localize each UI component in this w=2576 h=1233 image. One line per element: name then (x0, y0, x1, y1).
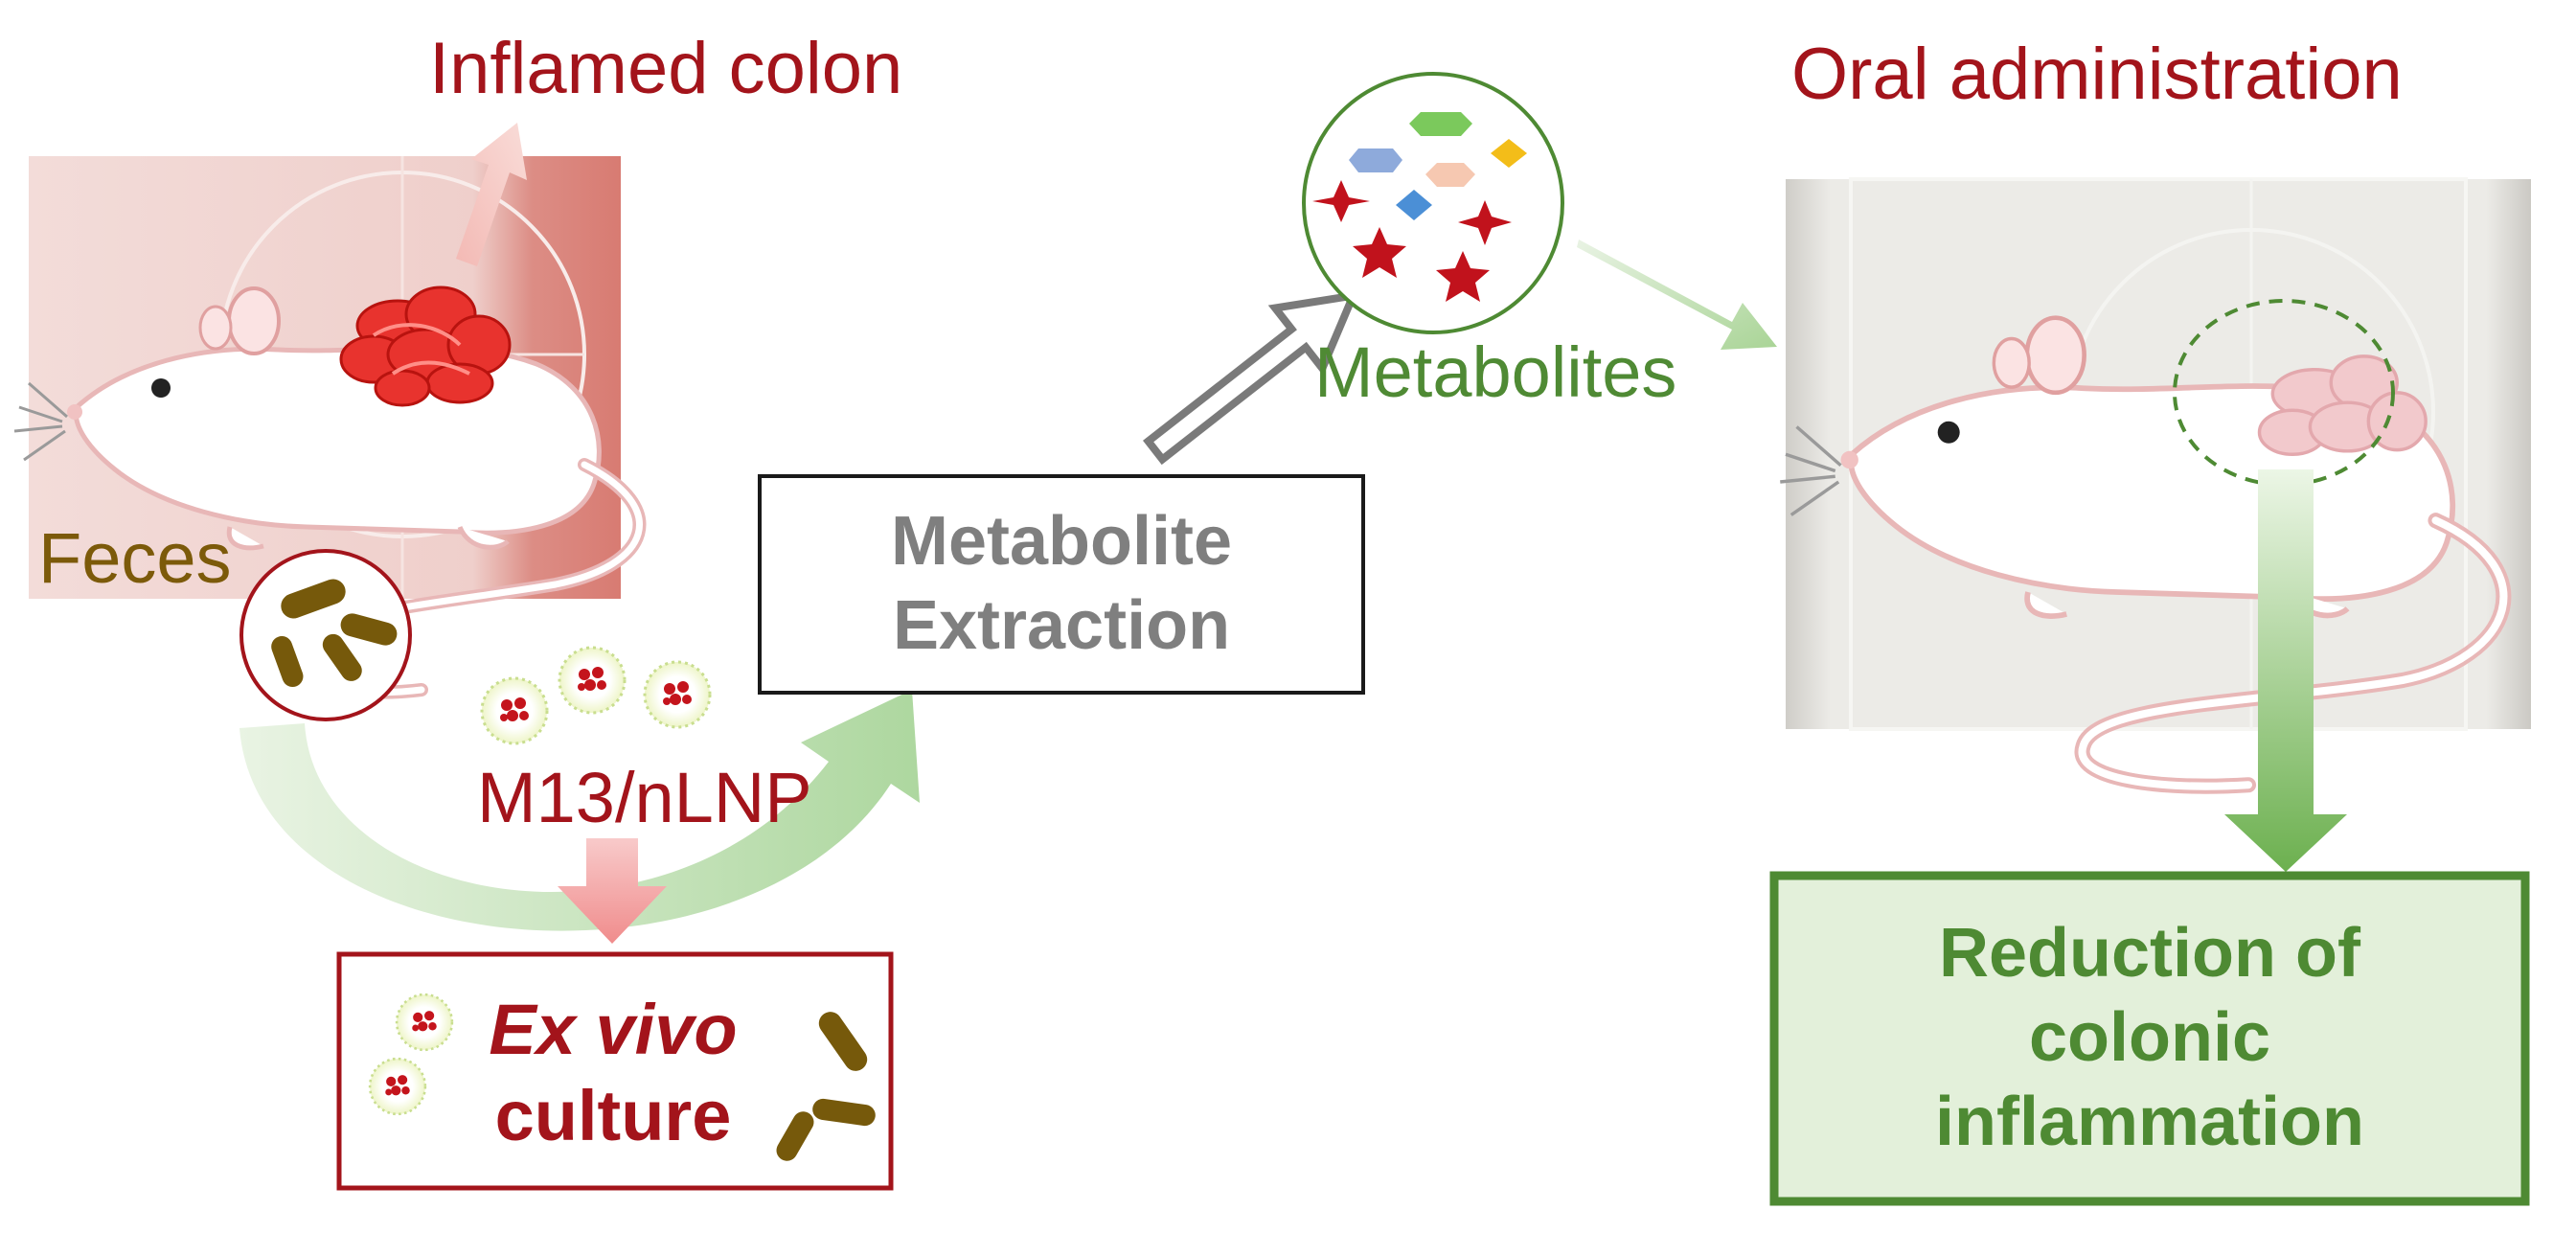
reduction-text: Reduction of colonic inflammation (1774, 876, 2525, 1201)
reduction-line-2: colonic (2028, 999, 2271, 1077)
diamond-icon (1396, 190, 1432, 220)
hexagon-icon (1349, 148, 1402, 172)
metabolites-circle-icon (1302, 72, 1564, 334)
ex-vivo-culture-text: Ex vivo culture (450, 987, 776, 1160)
metabolite-extraction-box (758, 474, 1365, 695)
hexagon-icon (1409, 112, 1472, 136)
arrow-to-metabolites (1142, 290, 1359, 466)
label-m13-nlnp: M13/nLNP (477, 758, 812, 837)
reduction-line-1: Reduction of (1939, 915, 2360, 993)
nanoparticle-icon (480, 646, 712, 745)
metabolite-extraction-line-2: Extraction (892, 587, 1231, 664)
arrow-to-ex-vivo (558, 838, 667, 944)
arrow-to-inflamed-colon (456, 123, 527, 266)
reduction-box (1769, 871, 2530, 1206)
star-icon (1436, 251, 1490, 302)
diamond-icon (1491, 139, 1527, 168)
star-icon (1312, 180, 1370, 222)
arrow-to-oral-administration (1577, 240, 1777, 350)
star-icon (1458, 200, 1512, 245)
ex-vivo-culture-box (336, 951, 894, 1191)
label-oral-administration: Oral administration (1791, 34, 2403, 115)
label-feces: Feces (38, 518, 232, 598)
mouse-inflamed-illustration (14, 156, 647, 699)
curved-arrow-to-extraction (239, 690, 920, 931)
label-metabolites: Metabolites (1314, 332, 1677, 412)
metabolite-extraction-text: Metabolite Extraction (760, 476, 1363, 693)
ex-vivo-line-2: culture (494, 1076, 732, 1156)
bacteria-icon (776, 1012, 876, 1161)
arrow-to-reduction (2224, 469, 2347, 872)
bacteria-icon (271, 579, 398, 688)
metabolite-extraction-line-1: Metabolite (890, 503, 1233, 581)
ex-vivo-line-1: Ex vivo (489, 990, 738, 1069)
label-inflamed-colon: Inflamed colon (429, 28, 903, 109)
hexagon-icon (1425, 163, 1475, 187)
feces-circle-icon (239, 549, 412, 721)
reduction-line-3: inflammation (1934, 1083, 2365, 1160)
star-icon (1353, 227, 1406, 278)
mouse-treated-illustration (1780, 177, 2531, 794)
